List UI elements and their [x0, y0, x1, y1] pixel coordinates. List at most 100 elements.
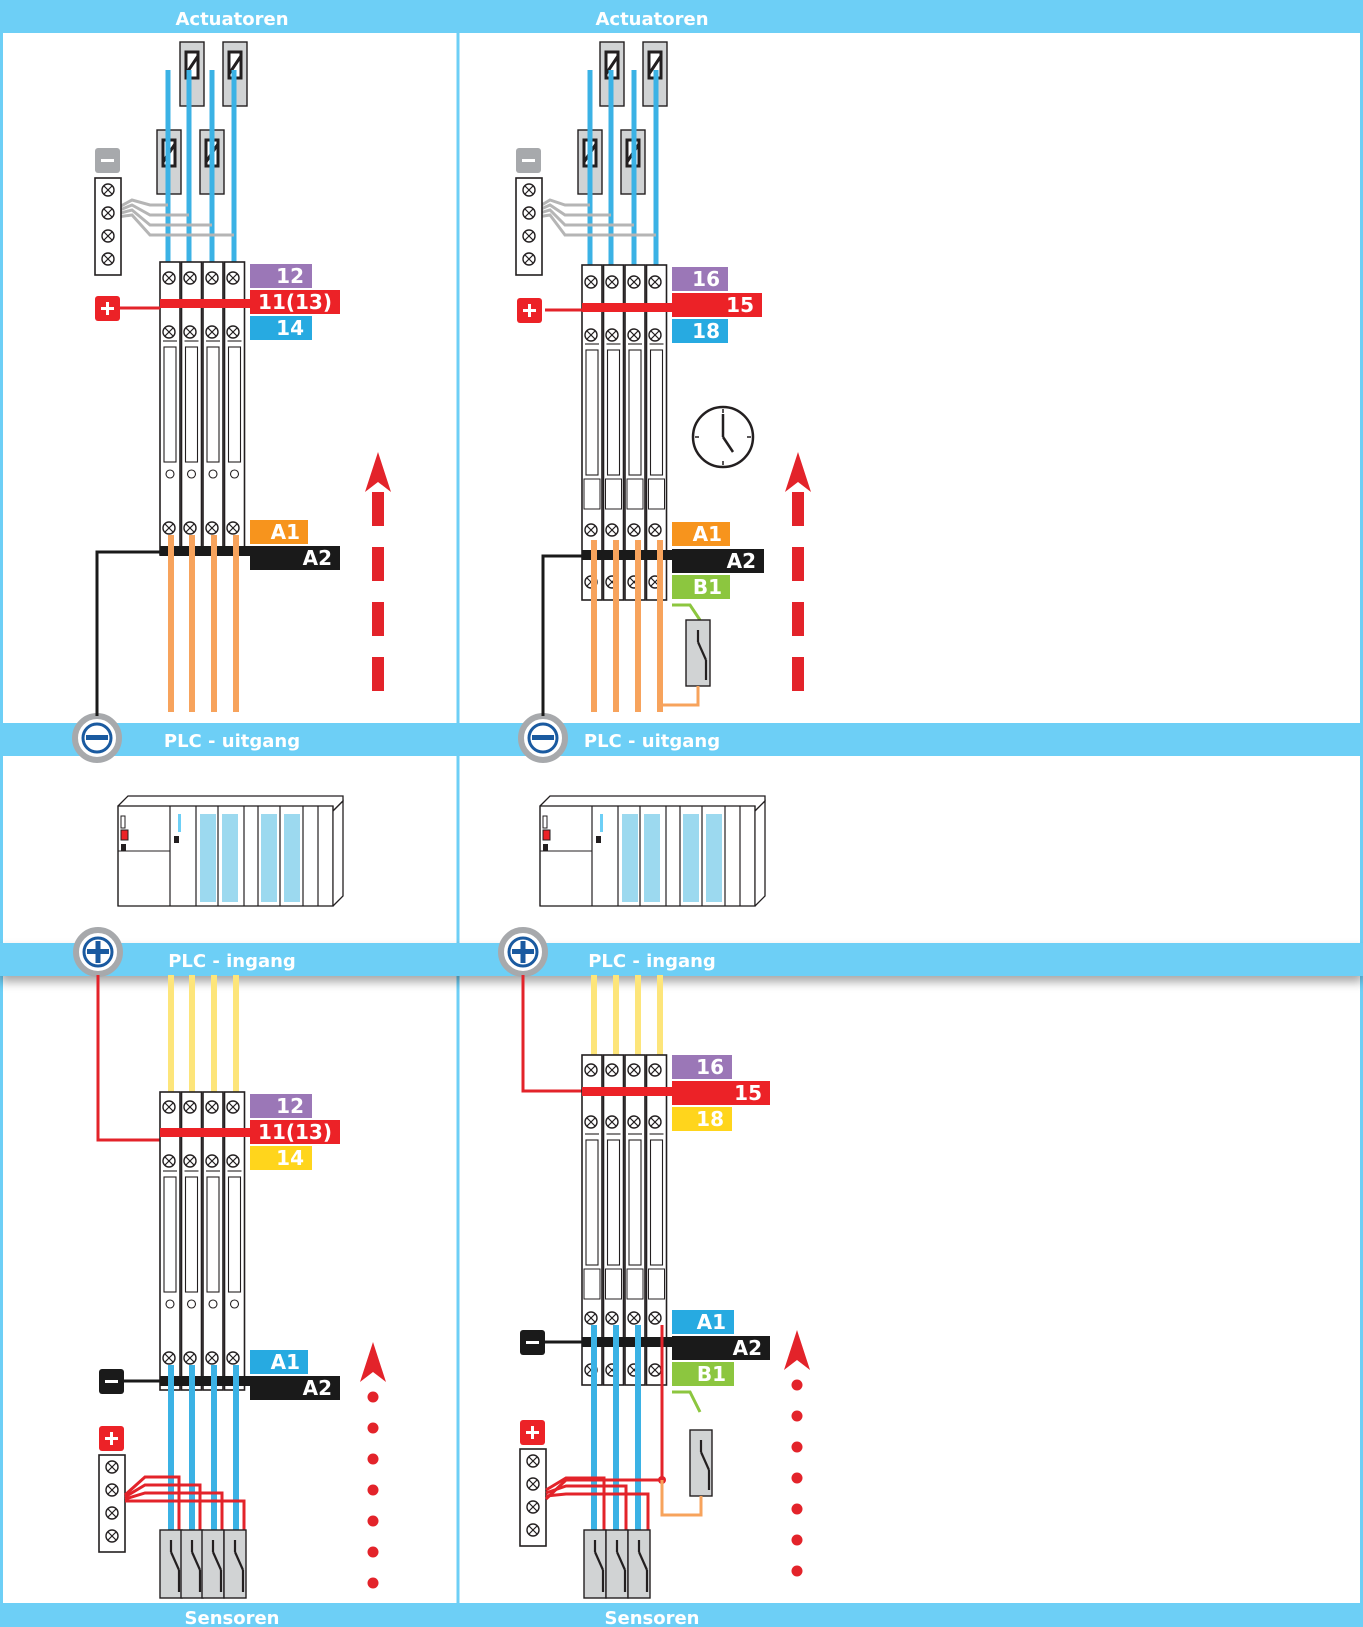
screw-terminal: [226, 271, 240, 285]
screw-terminal: [648, 1363, 662, 1377]
screw-terminal: [526, 1500, 540, 1514]
terminal-tag-a1-label: A1: [693, 522, 722, 546]
up-arrow-icon: [784, 1330, 810, 1577]
terminal-tag-a1: A1: [250, 520, 308, 544]
screw-terminal: [226, 1100, 240, 1114]
a2-bus: [582, 550, 672, 560]
screw-terminal: [205, 1351, 219, 1365]
terminal-block-icon: [94, 177, 122, 276]
sensor-switch-icon: [605, 1529, 629, 1599]
screw-terminal: [105, 1483, 119, 1497]
band-plc-output: PLC - uitgang PLC - uitgang: [0, 723, 1363, 756]
clock-icon: [691, 405, 755, 469]
terminal-tag-11-13-label: 11(13): [258, 1120, 332, 1144]
minus-wire: [541, 554, 582, 716]
screw-terminal: [605, 1311, 619, 1325]
screw-terminal: [205, 271, 219, 285]
actuator-icon: [599, 41, 625, 107]
terminal-tag-14: 14: [250, 1146, 312, 1170]
terminal-tag-16-label: 16: [696, 1055, 724, 1079]
terminal-tag-11-13-label: 11(13): [258, 290, 332, 314]
up-arrow-icon: [365, 452, 391, 691]
sensor-switch-icon: [180, 1529, 204, 1599]
terminal-tag-18: 18: [672, 1107, 732, 1131]
minus-wire: [95, 550, 160, 716]
screw-terminal: [205, 1154, 219, 1168]
terminal-tag-11-13: 11(13): [250, 290, 340, 314]
terminal-tag-a2-label: A2: [727, 549, 756, 573]
terminal-tag-a2: A2: [250, 1376, 340, 1400]
band-label-top-left: Actuatoren: [175, 9, 288, 30]
screw-terminal: [205, 325, 219, 339]
terminal-tag-a1-label: A1: [697, 1310, 726, 1334]
terminal-tag-15: 15: [672, 293, 762, 317]
screw-terminal: [605, 1115, 619, 1129]
screw-terminal: [226, 1154, 240, 1168]
band-label-plc-output-right: PLC - uitgang: [584, 731, 720, 752]
up-arrow-icon: [785, 452, 811, 691]
screw-terminal: [584, 1115, 598, 1129]
screw-terminal: [162, 1351, 176, 1365]
control-wire: [672, 1390, 702, 1413]
minus-sign-box: [516, 148, 541, 173]
band-label-bottom-right: Sensoren: [605, 1608, 700, 1627]
supply-wire: [521, 975, 582, 1093]
sensor-supply-wire: [125, 1499, 246, 1530]
screw-terminal: [105, 1529, 119, 1543]
screw-terminal: [526, 1477, 540, 1491]
terminal-tag-a2: A2: [672, 549, 764, 573]
screw-terminal: [605, 275, 619, 289]
terminal-tag-14: 14: [250, 316, 312, 340]
band-label-bottom-left: Sensoren: [185, 1608, 280, 1627]
screw-terminal: [101, 206, 115, 220]
minus-sign-box: [99, 1369, 124, 1394]
terminal-tag-a1-label: A1: [271, 1350, 300, 1374]
terminal-tag-a2: A2: [672, 1336, 770, 1360]
terminal-tag-a2-label: A2: [303, 546, 332, 570]
terminal-tag-a2-label: A2: [733, 1336, 762, 1360]
actuator-icon: [179, 41, 205, 107]
common-bus: [582, 1087, 672, 1096]
screw-terminal: [183, 1100, 197, 1114]
screw-terminal: [162, 1100, 176, 1114]
screw-terminal: [183, 325, 197, 339]
terminal-block-icon: [98, 1454, 126, 1553]
minus-sign-box: [95, 148, 120, 173]
screw-terminal: [522, 252, 536, 266]
return-wire: [529, 208, 634, 227]
screw-terminal: [522, 229, 536, 243]
a2-bus: [160, 1376, 250, 1386]
terminal-tag-12-label: 12: [276, 1094, 304, 1118]
screw-terminal: [627, 1115, 641, 1129]
terminal-tag-18: 18: [672, 319, 728, 343]
relay-terminal-block: [581, 264, 668, 601]
terminal-tag-14-label: 14: [276, 1146, 304, 1170]
screw-terminal: [584, 328, 598, 342]
screw-terminal: [162, 325, 176, 339]
terminal-tag-15: 15: [672, 1081, 770, 1105]
terminal-block-icon: [515, 177, 543, 276]
screw-terminal: [627, 1063, 641, 1077]
plc-icon: [539, 795, 766, 907]
diagram-content: 1211(13)14A1A2161518A1A2B11211(13)14A1A2…: [94, 41, 811, 1599]
sensor-switch-icon: [223, 1529, 247, 1599]
screw-terminal: [101, 183, 115, 197]
control-wire: [672, 603, 702, 621]
control-wire: [660, 1480, 703, 1517]
sensor-supply-wire: [545, 1492, 650, 1530]
screw-terminal: [105, 1460, 119, 1474]
common-bus: [582, 303, 672, 312]
screw-terminal: [648, 1063, 662, 1077]
terminal-tag-b1-label: B1: [697, 1362, 726, 1386]
sensor-switch-icon: [627, 1529, 651, 1599]
screw-terminal: [162, 521, 176, 535]
terminal-tag-b1: B1: [672, 1362, 734, 1386]
relay-terminal-block: [581, 1054, 668, 1386]
plus-sign-box: [520, 1420, 545, 1445]
screw-terminal: [526, 1454, 540, 1468]
band-bottom: Sensoren Sensoren: [0, 1603, 1363, 1627]
screw-terminal: [162, 271, 176, 285]
terminal-tag-a1: A1: [672, 1310, 734, 1334]
terminal-tag-12: 12: [250, 264, 312, 288]
